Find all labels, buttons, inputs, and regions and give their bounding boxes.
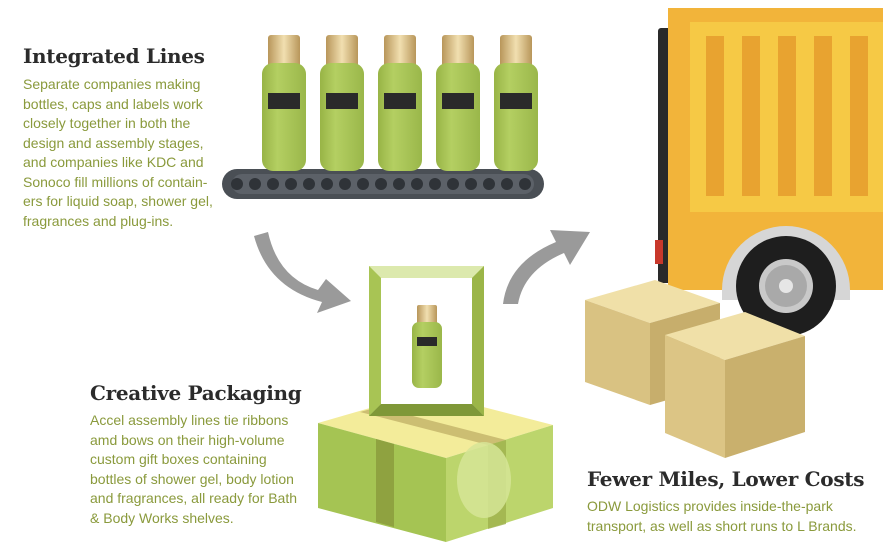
integrated-line-8: fragrances and plug-ins. bbox=[23, 212, 174, 229]
packaging-line-1: Accel assembly lines tie ribbons bbox=[90, 412, 289, 428]
gift-box bbox=[318, 392, 553, 542]
fewer-miles-body: ODW Logistics provides inside-the-park t… bbox=[587, 497, 857, 536]
ribbon bbox=[360, 407, 506, 445]
conveyor-rollers bbox=[231, 178, 531, 190]
logistics-line-2: transport, as well as short runs to L Br… bbox=[587, 517, 857, 534]
logistics-line-1: ODW Logistics provides inside-the-park bbox=[587, 498, 833, 514]
packaging-line-3: custom gift boxes containing bbox=[90, 451, 267, 467]
integrated-line-5: and companies like KDC and bbox=[23, 154, 204, 170]
conveyor-belt bbox=[222, 169, 544, 199]
cardboard-boxes bbox=[585, 280, 805, 458]
bottle-4 bbox=[436, 35, 480, 171]
truck bbox=[655, 8, 883, 336]
integrated-line-4: design and assembly stages, bbox=[23, 134, 204, 151]
fewer-miles-heading: Fewer Miles, Lower Costs bbox=[587, 467, 865, 491]
integrated-line-2: bottles, caps and labels work bbox=[23, 95, 203, 112]
frame-display bbox=[369, 266, 484, 416]
integrated-line-1: Separate companies making bbox=[23, 76, 201, 92]
bottle-row bbox=[262, 35, 538, 171]
packaging-line-5: and fragrances, all ready for Bath bbox=[90, 490, 298, 506]
bottle-5 bbox=[494, 35, 538, 171]
bottle-framed bbox=[412, 305, 442, 388]
truck-wheel bbox=[736, 236, 836, 336]
integrated-lines-heading: Integrated Lines bbox=[23, 44, 205, 68]
integrated-line-6: Sonoco fill millions of contain- bbox=[23, 173, 208, 190]
integrated-line-3: closely together in both the bbox=[23, 115, 191, 131]
truck-tail-light bbox=[655, 240, 663, 264]
packaging-line-2: amd bows on their high-volume bbox=[90, 431, 285, 448]
arrow-down-to-packaging bbox=[254, 232, 351, 313]
creative-packaging-body: Accel assembly lines tie ribbons amd bow… bbox=[90, 411, 297, 528]
packaging-line-4: bottles of shower gel, body lotion bbox=[90, 470, 294, 487]
bottle-1 bbox=[262, 35, 306, 171]
truck-door-stripes bbox=[706, 36, 868, 196]
arrow-up-to-truck bbox=[503, 230, 590, 304]
bottle-3 bbox=[378, 35, 422, 171]
gift-tag bbox=[457, 442, 511, 518]
creative-packaging-heading: Creative Packaging bbox=[90, 381, 302, 405]
bottle-2 bbox=[320, 35, 364, 171]
integrated-line-7: ers for liquid soap, shower gel, bbox=[23, 193, 213, 209]
packaging-line-6: & Body Works shelves. bbox=[90, 509, 234, 526]
integrated-lines-body: Separate companies making bottles, caps … bbox=[23, 75, 213, 231]
